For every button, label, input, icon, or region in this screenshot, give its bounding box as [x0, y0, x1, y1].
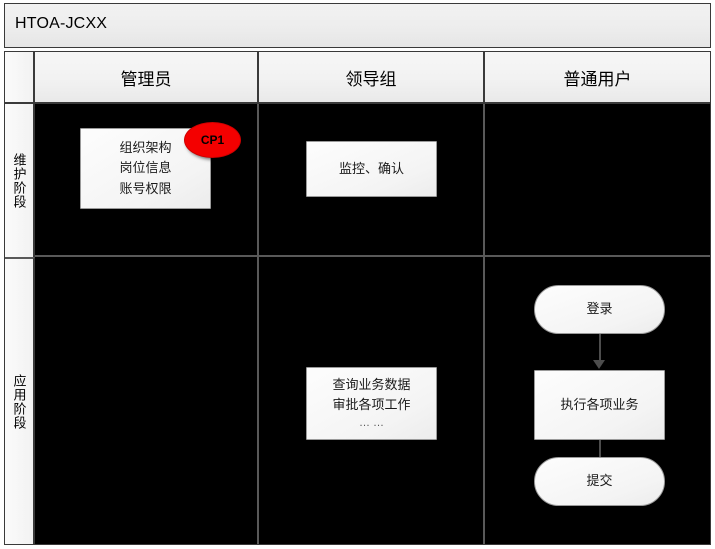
lane-divider-horizontal-1 — [35, 255, 710, 257]
shape-user-execute[interactable]: 执行各项业务 — [534, 370, 665, 440]
row-label-maintain: 维护阶段 — [5, 104, 35, 257]
swimlane-grid: 管理员 领导组 普通用户 维护阶段 应用阶段 组织架构 岗位信息 账号权限 CP… — [4, 51, 711, 545]
shape-leader-apply-line-1: 查询业务数据 — [332, 376, 411, 392]
column-header-user: 普通用户 — [485, 52, 710, 104]
grid-corner-blank — [5, 52, 35, 104]
lane-divider-vertical-2 — [483, 104, 485, 544]
shape-user-login-label: 登录 — [586, 301, 613, 317]
shape-leader-apply-line-2: 审批各项工作 — [332, 396, 411, 412]
shape-leader-apply[interactable]: 查询业务数据 审批各项工作 … … — [306, 367, 437, 440]
column-header-leader-label: 领导组 — [345, 69, 397, 89]
shape-user-submit[interactable]: 提交 — [534, 457, 665, 506]
connector-login-to-execute — [599, 334, 601, 363]
column-header-user-label: 普通用户 — [563, 69, 632, 89]
shape-user-login[interactable]: 登录 — [534, 285, 665, 334]
shape-admin-maintain-line-3: 账号权限 — [119, 180, 172, 196]
shape-user-submit-label: 提交 — [586, 473, 613, 489]
diagram-title-bar: HTOA-JCXX — [4, 3, 711, 48]
shape-leader-apply-line-3: … … — [358, 417, 385, 430]
lane-divider-vertical-1 — [257, 104, 259, 544]
shape-leader-maintain[interactable]: 监控、确认 — [306, 141, 437, 197]
column-header-admin: 管理员 — [35, 52, 259, 104]
row-label-maintain-text: 维护阶段 — [11, 152, 27, 209]
column-header-leader: 领导组 — [259, 52, 485, 104]
connector-execute-to-submit — [599, 440, 601, 466]
checkpoint-badge-cp1[interactable]: CP1 — [184, 122, 241, 158]
shape-leader-maintain-line-1: 监控、确认 — [338, 160, 404, 176]
arrowhead-login-to-execute — [593, 360, 605, 369]
page-title: HTOA-JCXX — [15, 15, 108, 32]
shape-user-execute-label: 执行各项业务 — [560, 396, 639, 412]
shape-admin-maintain-line-1: 组织架构 — [119, 140, 172, 156]
row-label-apply: 应用阶段 — [5, 257, 35, 544]
row-label-apply-text: 应用阶段 — [11, 373, 27, 430]
column-header-admin-label: 管理员 — [120, 69, 172, 89]
shape-admin-maintain-line-2: 岗位信息 — [119, 160, 172, 176]
checkpoint-badge-cp1-label: CP1 — [200, 133, 225, 147]
